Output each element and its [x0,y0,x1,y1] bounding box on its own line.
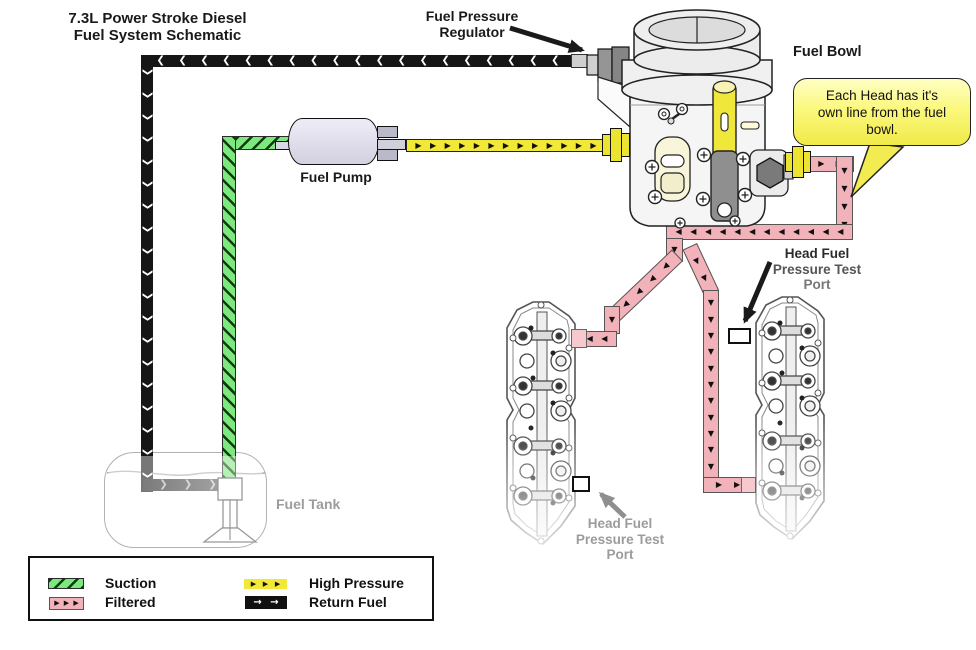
legend-high-pressure-label: High Pressure [309,575,404,591]
legend-return-fuel-label: Return Fuel [309,594,387,610]
fuel-tank-label: Fuel Tank [276,496,341,512]
high-pressure-line: ▶▶▶▶▶▶▶▶▶▶▶▶▶ [406,139,606,152]
fuel-pump-label: Fuel Pump [300,169,372,185]
legend-suction-swatch [48,578,84,589]
pump-fitting-bottom [377,149,398,161]
title-line-2: Fuel System Schematic [73,27,242,45]
legend-suction-label: Suction [105,575,157,591]
fuel-tank-level-line [106,470,266,476]
legend-filtered-label: Filtered [105,594,156,610]
return-line-vertical: ❯❯❯❯❯❯❯❯❯❯❯❯❯❯❯❯❯❯❯ [141,55,153,492]
title-line-1: 7.3L Power Stroke Diesel [68,10,247,27]
left-head-test-port-label: Head Fuel Pressure Test Port [575,516,665,563]
left-head-test-port [572,476,590,492]
right-head-test-port [728,328,751,344]
bowl-outlet-fitting [803,151,811,173]
fuel-pickup-tube [202,477,258,543]
page-title: 7.3L Power Stroke Diesel Fuel System Sch… [40,10,275,45]
return-line-in-tank: ❯❯❯ [143,479,233,491]
left-cylinder-head [502,301,580,550]
right-head-test-port-label: Head Fuel Pressure Test Port [772,246,862,293]
legend-filtered-swatch: ▶▶▶ [49,597,84,610]
suction-line-horizontal [222,136,290,150]
fuel-pump [288,118,379,165]
pump-fitting-top [377,126,398,138]
pump-outlet [377,139,406,150]
filtered-line-right-head-drop: ▼▼▼▼▼▼▼▼▼▼▼ [703,290,719,480]
filtered-line-crossover: ◀◀◀◀◀◀◀◀◀◀◀◀ [666,224,853,240]
return-line-horizontal: ❮❮❮❮❮❮❮❮❮❮❮❮❮❮❮❮❮❮❮❮ [143,55,595,67]
legend-return-fuel-swatch: →→ [245,596,287,609]
callout-tail [850,142,905,198]
filtered-line-right-diagonal: ▶▶ [682,243,720,297]
regulator-label: Fuel Pressure Regulator [425,8,519,41]
legend: Suction ▶▶▶ Filtered ▶▶▶ High Pressure →… [28,556,434,621]
right-cylinder-head [751,296,829,546]
callout-bubble: Each Head has it's own line from the fue… [793,78,971,146]
right-head-fitting [741,477,756,493]
left-head-fitting [571,329,587,348]
fuel-bowl-label: Fuel Bowl [793,44,862,60]
bowl-bolts [644,147,753,229]
suction-line-vertical [222,136,236,492]
legend-high-pressure-swatch: ▶▶▶ [244,579,287,589]
fuel-bowl [586,9,794,229]
bowl-inlet-fitting [621,133,630,157]
filtered-line-left-drop: ▼ [604,306,620,334]
cylinder-heads [502,296,829,550]
